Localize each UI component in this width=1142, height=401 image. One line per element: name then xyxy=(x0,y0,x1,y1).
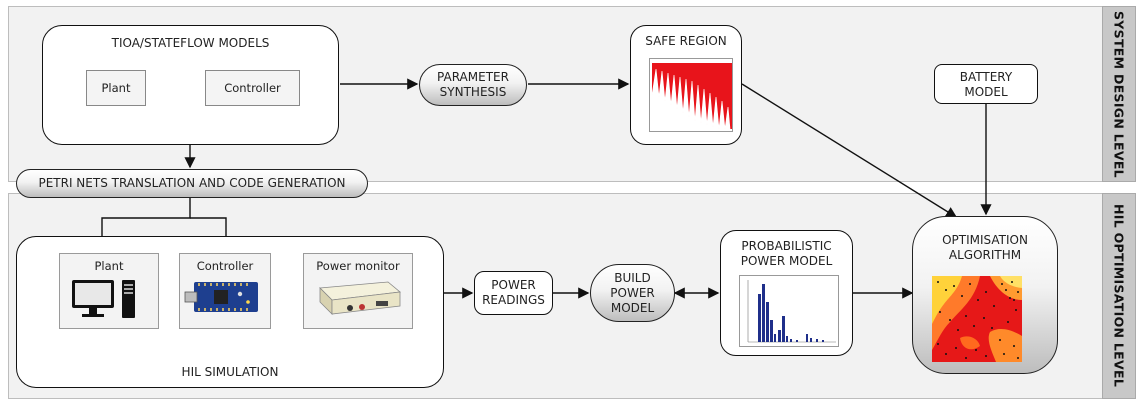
hil-plant-box: Plant xyxy=(59,253,159,329)
safe-region-boundary xyxy=(651,68,731,130)
system-design-level-label: SYSTEM DESIGN LEVEL xyxy=(1102,6,1136,182)
models-controller-box: Controller xyxy=(205,70,300,106)
hil-simulation-box: Plant Controller xyxy=(16,236,444,388)
power-monitor-box: Power monitor xyxy=(303,253,413,329)
microcontroller-board-icon xyxy=(184,282,258,312)
pc-tower-icon xyxy=(122,280,135,318)
power-histogram-plot xyxy=(739,275,839,347)
safe-region-box: SAFE REGION xyxy=(630,25,742,145)
battery-model-box: BATTERY MODEL xyxy=(934,64,1038,104)
parameter-synthesis-node: PARAMETER SYNTHESIS xyxy=(419,64,527,106)
probabilistic-power-model-box: PROBABILISTIC POWER MODEL xyxy=(720,230,853,356)
hil-controller-box: Controller xyxy=(179,253,271,329)
models-plant-box: Plant xyxy=(86,70,146,106)
petri-nets-translation-node: PETRI NETS TRANSLATION AND CODE GENERATI… xyxy=(16,169,368,198)
safe-region-chart xyxy=(651,63,732,130)
power-readings-box: POWER READINGS xyxy=(474,271,553,315)
safe-region-title: SAFE REGION xyxy=(645,34,727,48)
models-title: TIOA/STATEFLOW MODELS xyxy=(111,36,270,50)
monitor-icon xyxy=(72,280,114,317)
power-monitor-device-icon xyxy=(319,281,401,315)
optimisation-algorithm-node: OPTIMISATION ALGORITHM xyxy=(912,216,1058,374)
hil-simulation-title: HIL SIMULATION xyxy=(181,365,279,379)
build-power-model-node: BUILD POWER MODEL xyxy=(590,264,675,322)
hil-optimisation-level-label: HIL OPTIMISATION LEVEL xyxy=(1102,193,1136,399)
histogram-icon xyxy=(747,280,836,343)
safe-region-plot xyxy=(649,58,733,132)
tioa-stateflow-models-box: TIOA/STATEFLOW MODELS Plant Controller xyxy=(42,25,339,145)
